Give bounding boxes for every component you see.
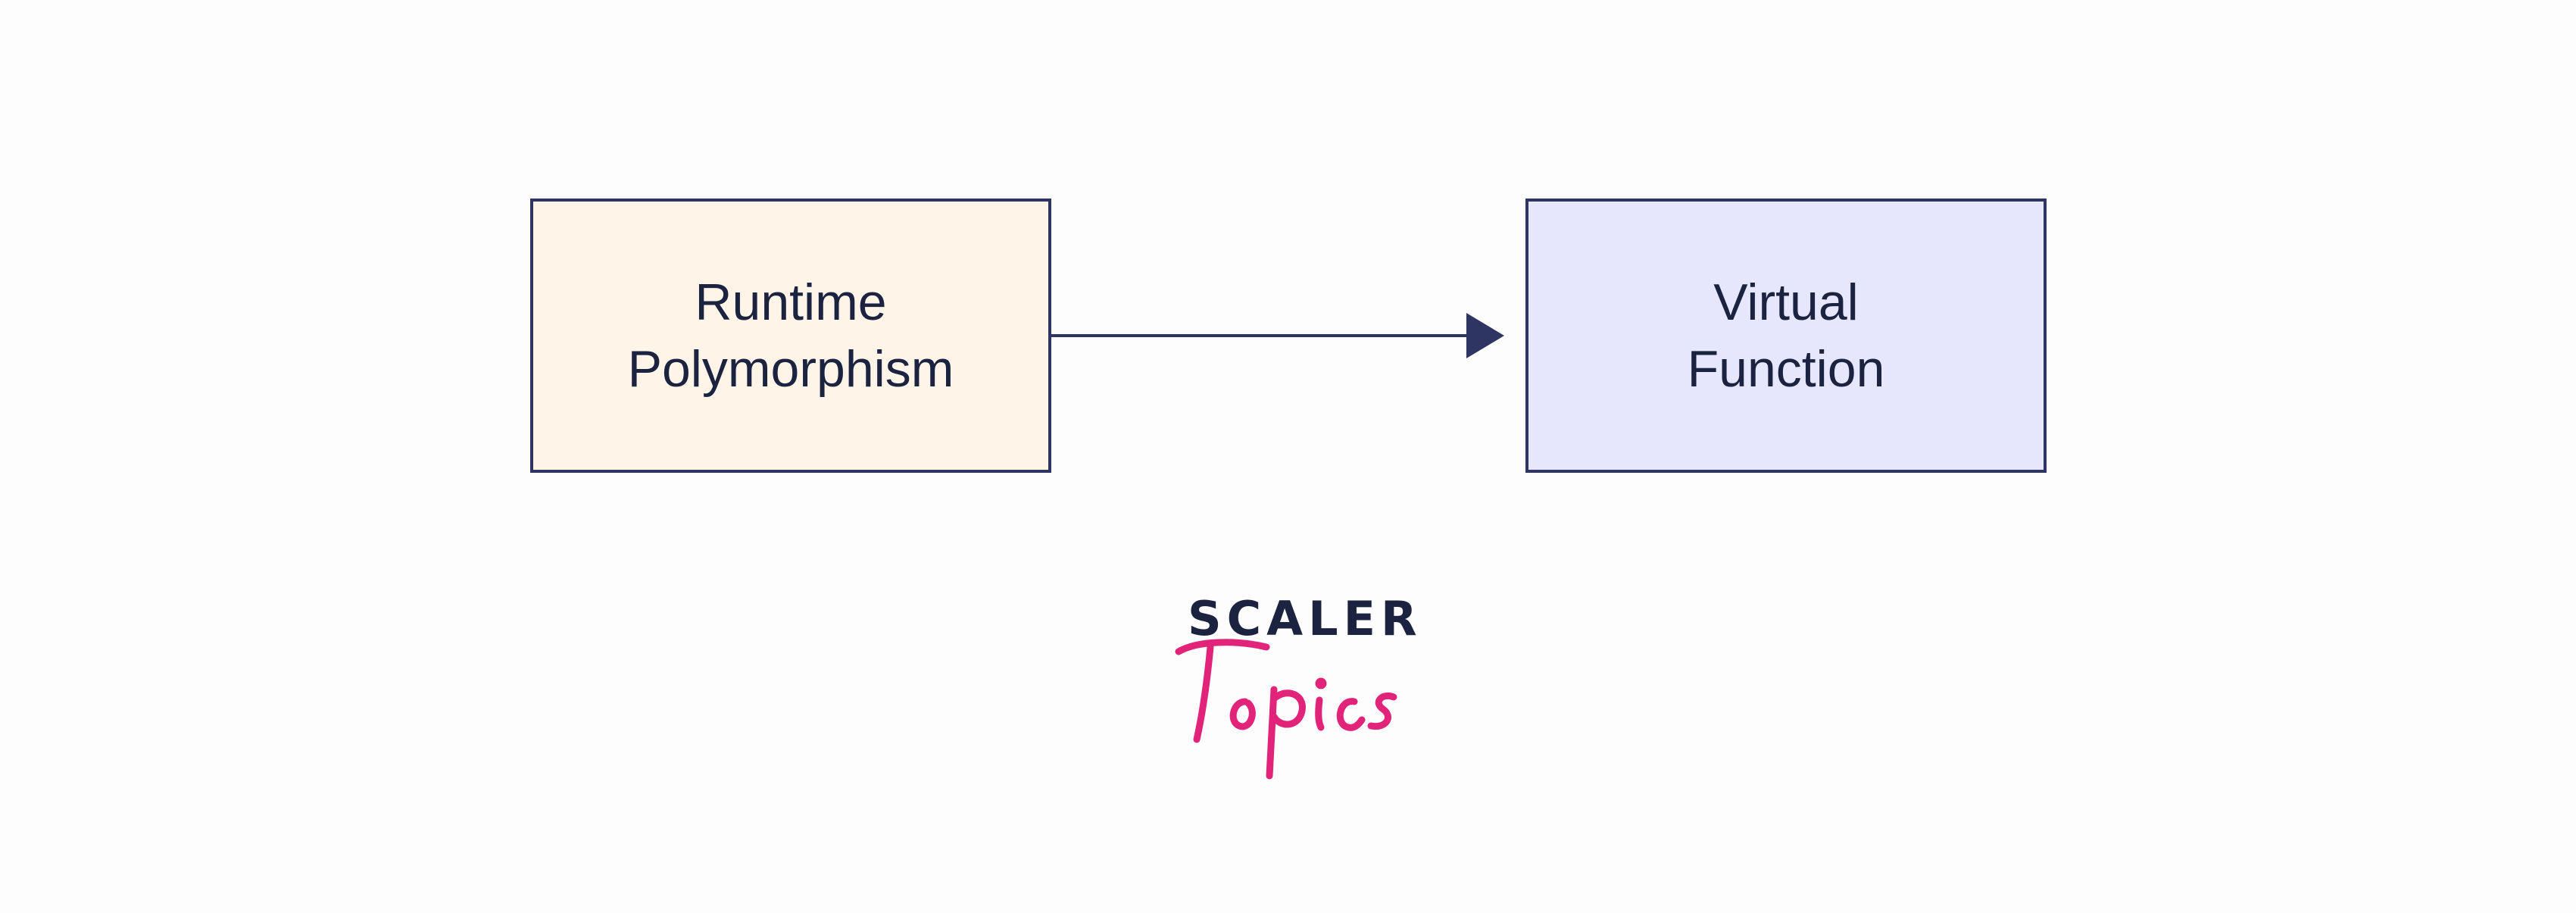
virtual-function-label-line-1: Virtual [1713, 274, 1859, 331]
runtime-polymorphism-label-line-1: Runtime [695, 274, 887, 331]
logo-wordmark: SCALER [1188, 591, 1422, 646]
logo-script-topics [1175, 639, 1397, 780]
arrow-head [1466, 313, 1504, 358]
virtual-function-node: Virtual Function [1525, 199, 2047, 473]
runtime-polymorphism-node: Runtime Polymorphism [530, 199, 1051, 473]
virtual-function-label-line-2: Function [1687, 340, 1885, 398]
runtime-polymorphism-label-line-2: Polymorphism [627, 340, 954, 398]
scaler-topics-logo: SCALER [1166, 591, 1417, 788]
